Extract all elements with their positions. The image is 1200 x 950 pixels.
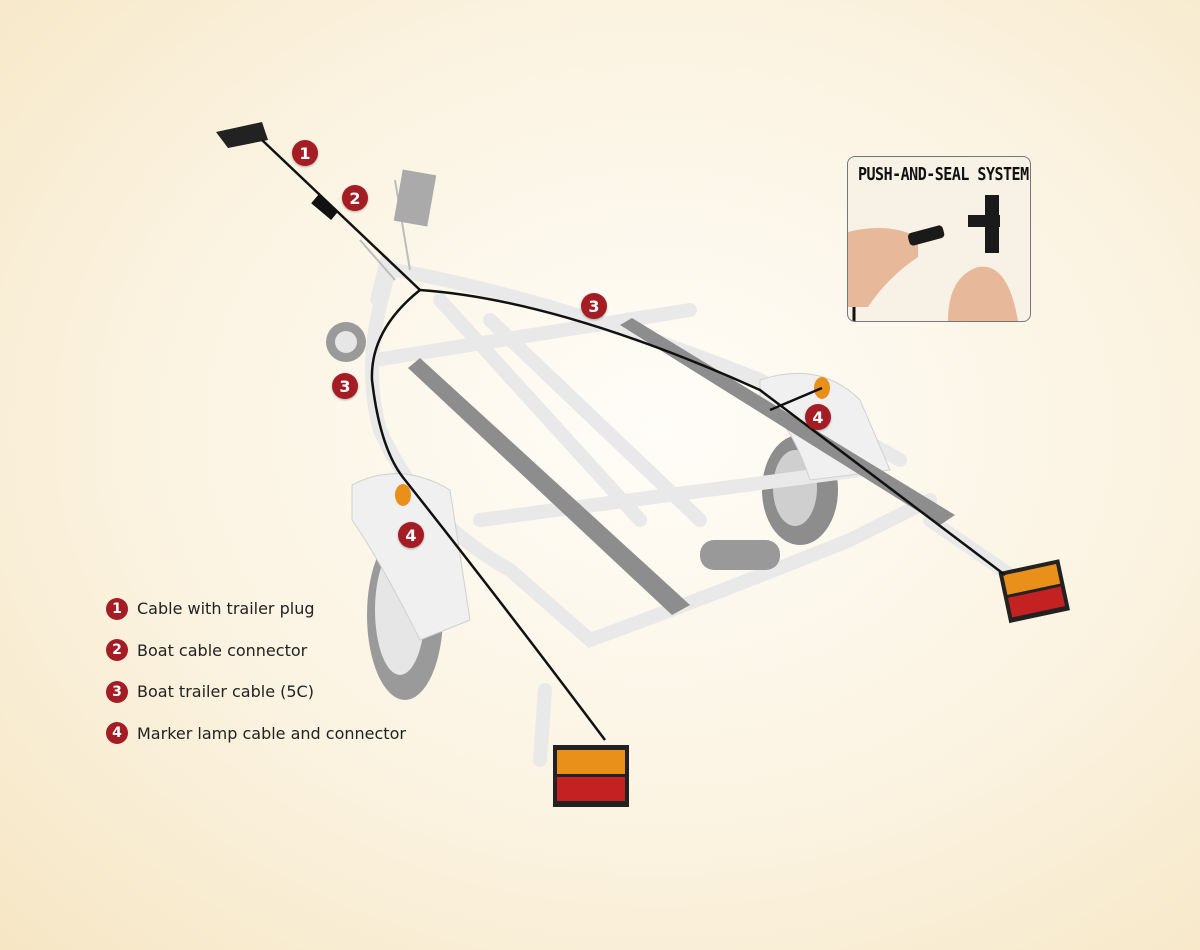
callout-badge: 1 [292, 140, 318, 166]
callout-badge: 3 [332, 373, 358, 399]
hands-connector-photo [848, 195, 1018, 321]
legend-item: 4 Marker lamp cable and connector [106, 713, 406, 755]
legend-item: 1 Cable with trailer plug [106, 588, 406, 630]
push-and-seal-inset: PUSH-AND-SEAL SYSTEM [847, 156, 1031, 322]
boat-trailer-cable [261, 139, 1006, 741]
legend-badge: 1 [106, 597, 128, 620]
tail-light [998, 559, 1070, 624]
callout-badge: 4 [398, 522, 424, 548]
trailer-frame [365, 255, 1017, 767]
legend-label: Marker lamp cable and connector [137, 723, 406, 743]
legend-item: 2 Boat cable connector [106, 630, 406, 672]
legend-label: Boat trailer cable (5C) [137, 682, 314, 702]
legend-label: Boat cable connector [137, 640, 308, 660]
legend-label: Cable with trailer plug [137, 599, 315, 619]
legend: 1 Cable with trailer plug 2 Boat cable con… [106, 588, 406, 754]
legend-badge: 2 [106, 639, 128, 662]
marker-lamp [395, 484, 411, 506]
jockey-wheel [326, 322, 366, 362]
callout-badge: 4 [805, 404, 831, 430]
keel-roller [700, 540, 780, 570]
winch [393, 169, 437, 227]
tail-light [553, 745, 629, 807]
callout-badge: 3 [581, 293, 607, 319]
legend-item: 3 Boat trailer cable (5C) [106, 671, 406, 713]
legend-badge: 3 [106, 680, 128, 703]
bunk [408, 358, 690, 615]
callout-badge: 2 [342, 185, 368, 211]
inset-title: PUSH-AND-SEAL SYSTEM [858, 163, 1029, 185]
legend-badge: 4 [106, 722, 128, 745]
trailer-plug [216, 122, 268, 148]
boat-cable-connector [311, 194, 339, 220]
